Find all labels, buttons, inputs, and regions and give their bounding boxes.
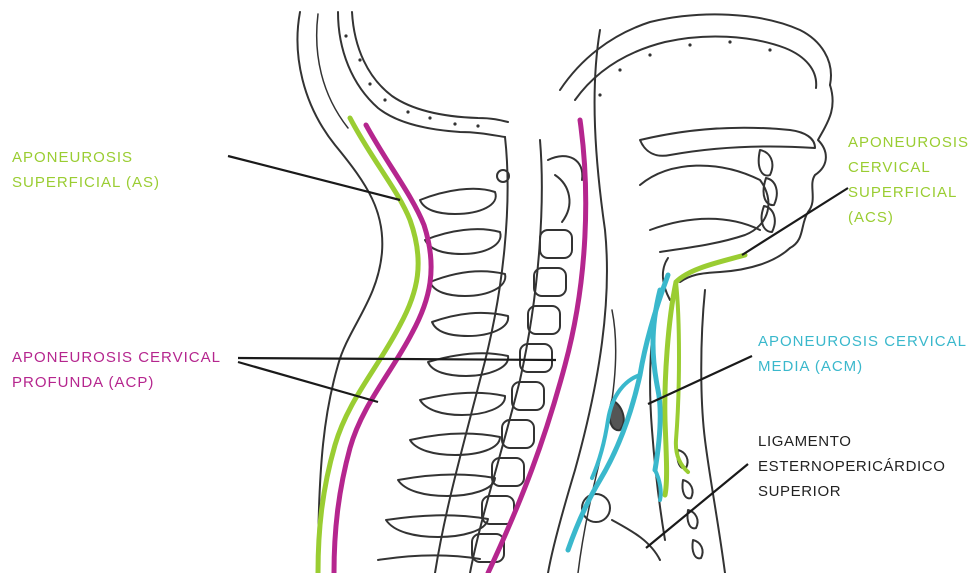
- sternum: [612, 520, 660, 560]
- deep-fascia-posterior-line: [334, 125, 431, 573]
- superficial-fascia-anterior-line-2: [676, 282, 688, 472]
- skull-texture: [344, 34, 479, 127]
- label-aponeurosis-cervical-superficial: APONEUROSIS CERVICAL SUPERFICIAL (ACS): [848, 130, 969, 230]
- label-line: ESTERNOPERICÁRDICO: [758, 454, 946, 479]
- skull-base-inner: [575, 36, 816, 100]
- label-line: APONEUROSIS CERVICAL: [12, 345, 221, 370]
- fascia-lines: [318, 118, 745, 573]
- label-aponeurosis-superficial: APONEUROSIS SUPERFICIAL (AS): [12, 145, 160, 195]
- tongue: [640, 166, 768, 252]
- oral-cavity-floor: [650, 219, 760, 230]
- label-aponeurosis-cervical-media: APONEUROSIS CERVICAL MEDIA (ACM): [758, 329, 967, 379]
- label-line: LIGAMENTO: [758, 429, 946, 454]
- label-line: APONEUROSIS: [12, 145, 160, 170]
- anterior-neck-outline: [701, 290, 725, 573]
- leader-lines: [228, 156, 848, 548]
- pharynx-wall-inner: [578, 310, 616, 573]
- label-ligamento-esternopericardico: LIGAMENTO ESTERNOPERICÁRDICO SUPERIOR: [758, 429, 946, 504]
- label-line: MEDIA (ACM): [758, 354, 967, 379]
- middle-fascia-line-2: [653, 290, 660, 470]
- nasal-texture: [598, 40, 771, 96]
- label-line: APONEUROSIS CERVICAL: [758, 329, 967, 354]
- label-line: SUPERFICIAL (AS): [12, 170, 160, 195]
- label-line: PROFUNDA (ACP): [12, 370, 221, 395]
- mandible: [680, 248, 790, 282]
- label-line: CERVICAL: [848, 155, 969, 180]
- label-line: SUPERIOR: [758, 479, 946, 504]
- label-aponeurosis-cervical-profunda: APONEUROSIS CERVICAL PROFUNDA (ACP): [12, 345, 221, 395]
- spinous-processes: [378, 170, 509, 560]
- hard-palate: [640, 128, 815, 156]
- leader-line-ligament: [646, 464, 748, 548]
- label-line: APONEUROSIS: [848, 130, 969, 155]
- label-line: SUPERFICIAL: [848, 180, 969, 205]
- skull-base: [560, 14, 831, 90]
- face-profile: [790, 85, 833, 248]
- anatomy-illustration: [297, 12, 832, 573]
- leader-line-acp-b: [238, 362, 378, 402]
- deep-fascia-prevertebral-line: [488, 120, 586, 573]
- teeth: [759, 150, 777, 232]
- posterior-skin-inner: [317, 14, 348, 128]
- label-line: (ACS): [848, 205, 969, 230]
